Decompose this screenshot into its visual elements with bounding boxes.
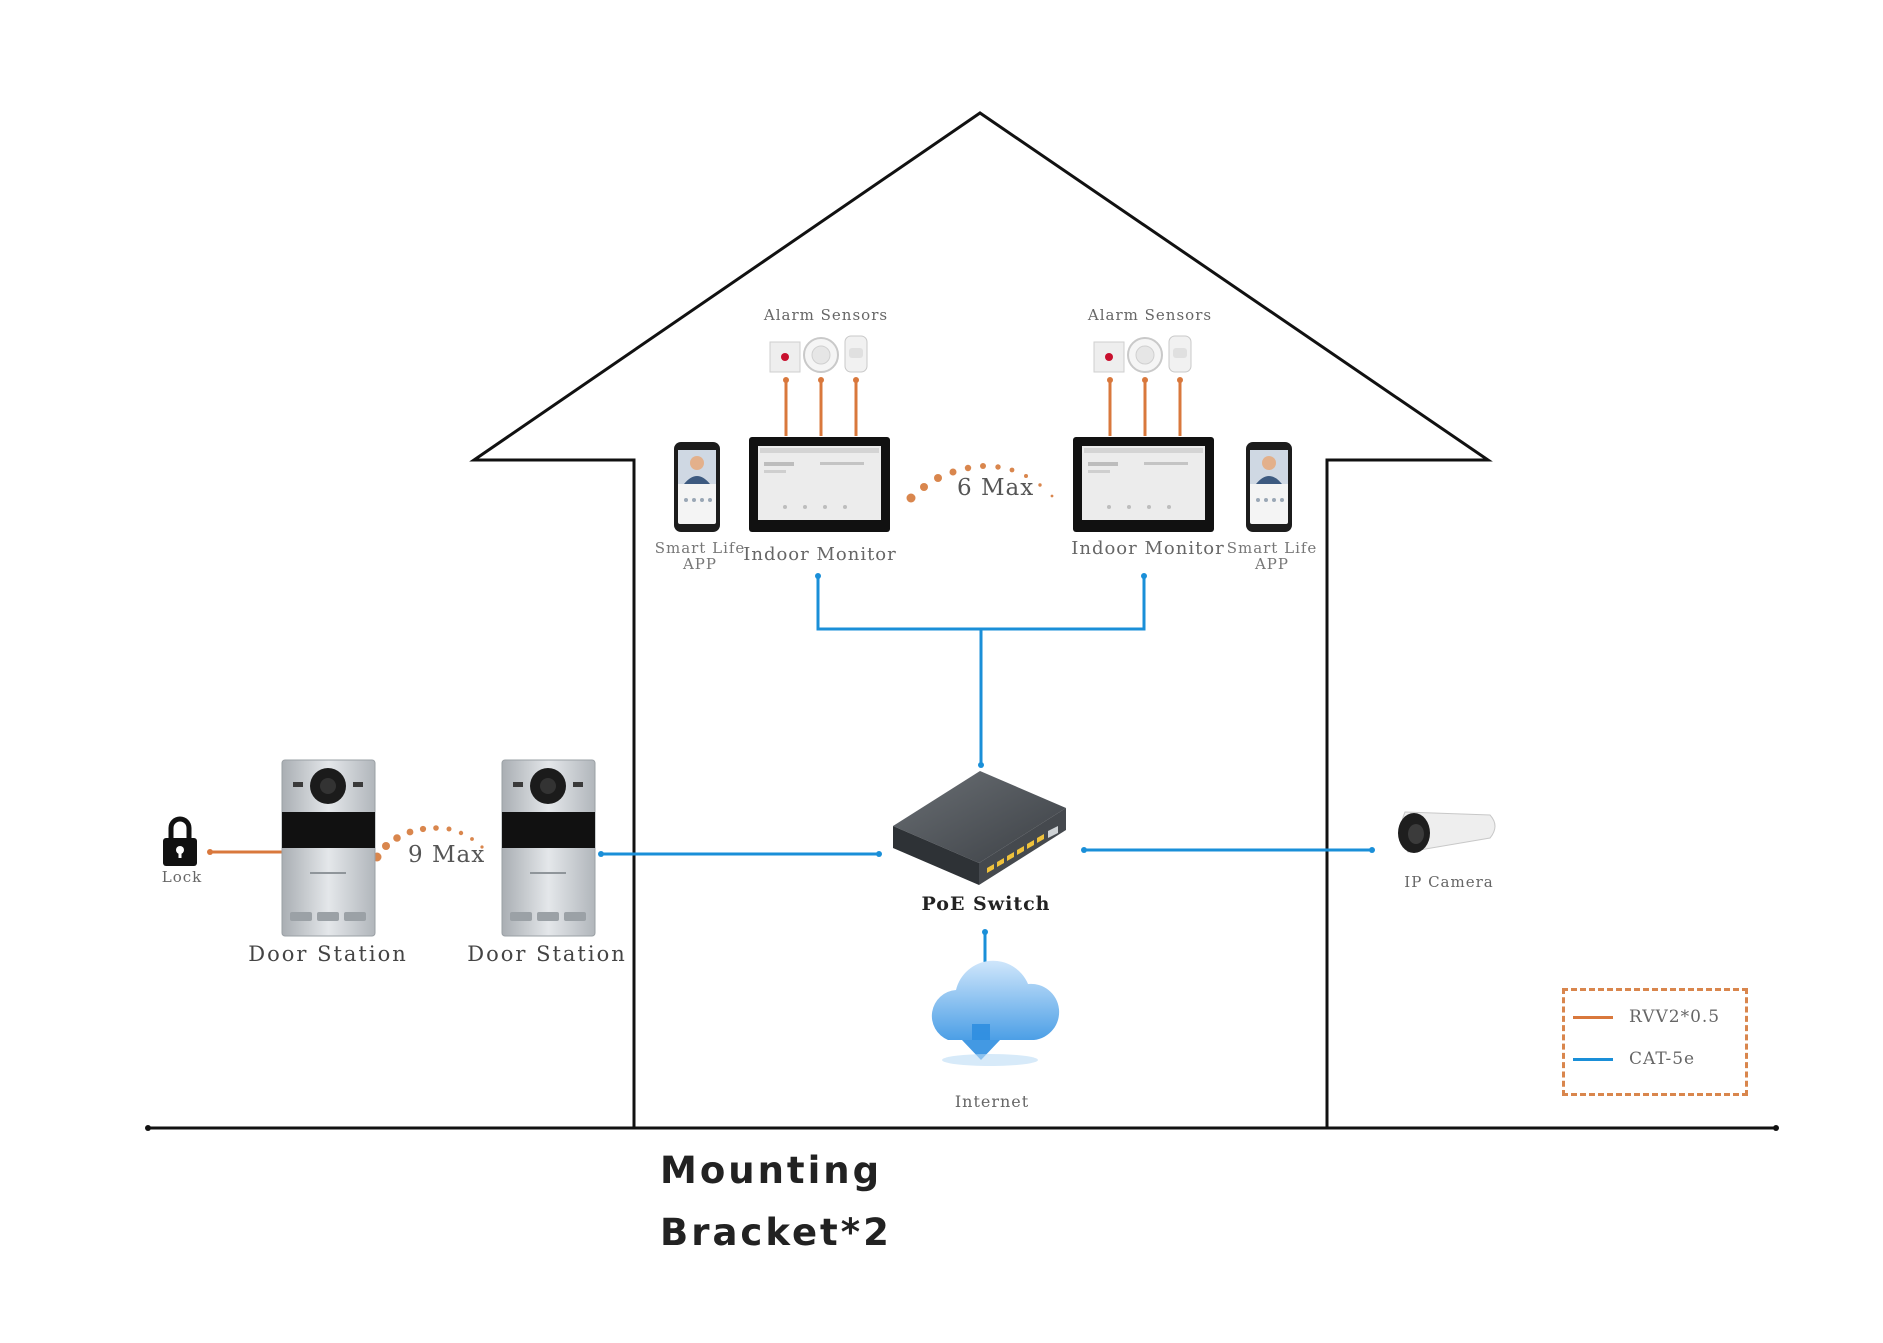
- mounting-line: Bracket*2: [660, 1211, 892, 1254]
- ip-camera-label: IP Camera: [1404, 873, 1494, 891]
- indoor-monitor-icon: [1073, 437, 1214, 532]
- alarm-sensors-label-left: Alarm Sensors: [763, 306, 889, 324]
- rvv-wire-dots: [783, 377, 1183, 383]
- padlock-icon: [163, 816, 197, 866]
- wire-legend: RVV2*0.5 CAT-5e: [1562, 988, 1748, 1096]
- mounting-bracket-title: Mounting Bracket*2: [660, 1140, 892, 1264]
- door-station-icon: [281, 759, 376, 937]
- ground-end-right: [1773, 1125, 1779, 1131]
- monitor-max-label: 6 Max: [957, 475, 1035, 501]
- smoke-detector-icon: [803, 337, 839, 373]
- rvv-wire-lock-dot: [207, 849, 213, 855]
- app-label-line: APP: [682, 555, 718, 573]
- poe-switch-icon: [893, 771, 1066, 885]
- emergency-button-icon: [769, 341, 801, 373]
- smartphone-icon: [1246, 442, 1292, 532]
- app-label-line: Smart Life: [1226, 539, 1318, 557]
- smart-life-app-label-left: Smart Life APP: [655, 540, 746, 572]
- door-station-label-left: Door Station: [248, 942, 408, 966]
- legend-label-rvv: RVV2*0.5: [1629, 1007, 1721, 1027]
- rvv-wires-sensors: [784, 380, 1182, 436]
- pir-sensor-icon: [844, 335, 868, 373]
- app-label-line: Smart Life: [654, 539, 746, 557]
- ground-end-left: [145, 1125, 151, 1131]
- smartphone-icon: [674, 442, 720, 532]
- emergency-button-icon: [1093, 341, 1125, 373]
- mounting-line: Mounting: [660, 1149, 883, 1192]
- door-station-label-right: Door Station: [467, 942, 627, 966]
- smoke-detector-icon: [1127, 337, 1163, 373]
- legend-swatch-rvv: [1573, 1015, 1613, 1019]
- alarm-sensors-label-right: Alarm Sensors: [1087, 306, 1213, 324]
- cat-wire-dots: [598, 573, 1375, 935]
- app-label-line: APP: [1254, 555, 1290, 573]
- door-station-icon: [501, 759, 596, 937]
- legend-item-rvv: RVV2*0.5: [1573, 1007, 1720, 1027]
- smart-life-app-label-right: Smart Life APP: [1227, 540, 1318, 572]
- legend-swatch-cat: [1573, 1057, 1613, 1061]
- legend-label-cat: CAT-5e: [1629, 1049, 1696, 1069]
- monitor-expansion-dots: [906, 463, 1054, 503]
- pir-sensor-icon: [1168, 335, 1192, 373]
- indoor-monitor-label-right: Indoor Monitor: [1071, 538, 1225, 559]
- house-outline: [469, 111, 1493, 1128]
- cloud-icon: [931, 960, 1060, 1066]
- indoor-monitor-label-left: Indoor Monitor: [743, 544, 897, 565]
- indoor-monitor-icon: [749, 437, 890, 532]
- lock-label: Lock: [161, 868, 203, 886]
- legend-item-cat: CAT-5e: [1573, 1049, 1695, 1069]
- ip-camera-icon: [1398, 811, 1496, 853]
- internet-label: Internet: [954, 1092, 1030, 1111]
- poe-switch-label: PoE Switch: [921, 893, 1051, 915]
- door-max-label: 9 Max: [408, 842, 486, 868]
